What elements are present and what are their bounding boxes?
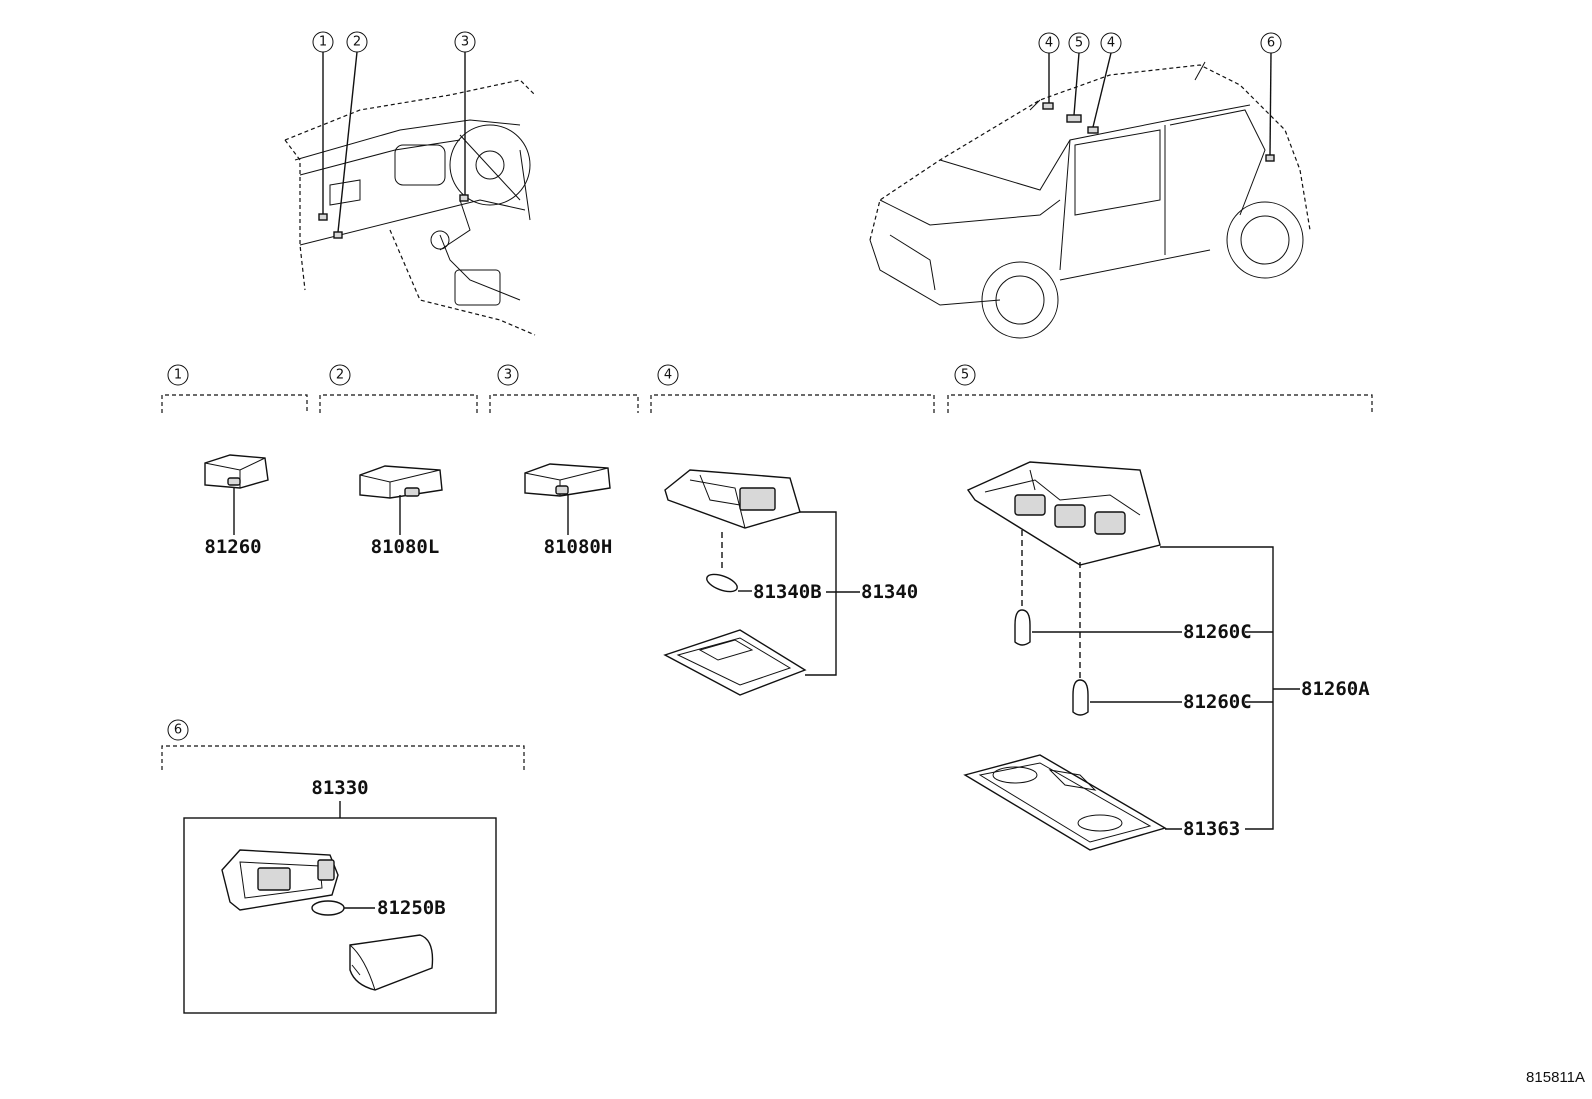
callout-5a-label: 5	[1075, 36, 1083, 51]
part-81260-label: 81260	[204, 536, 261, 558]
callout-2-dash: 2	[346, 31, 368, 53]
part-81260A-housing-drawing	[966, 461, 1161, 680]
section-4: 4 81340B 81340	[650, 364, 935, 696]
part-81340-label: 81340	[861, 581, 918, 603]
car-illustration	[869, 52, 1311, 339]
section-1: 1 81260	[161, 364, 308, 558]
part-81260-drawing	[204, 454, 269, 535]
section-2-callout: 2	[336, 368, 344, 383]
section-6: 6 81330 81250B	[161, 719, 525, 1014]
callout-4a-label: 4	[1045, 36, 1053, 51]
part-81363-drawing	[963, 754, 1167, 851]
part-81080L-drawing	[359, 465, 443, 535]
part-81330-label: 81330	[311, 777, 368, 799]
callout-2-label: 2	[353, 35, 361, 50]
part-81340B-label: 81340B	[753, 581, 822, 603]
part-81260C-bulb-a-drawing	[1014, 609, 1182, 646]
section-3: 3 81080H	[489, 364, 639, 558]
callout-3-label: 3	[461, 35, 469, 50]
part-81080H-label: 81080H	[544, 536, 613, 558]
part-81330-lamp-drawing	[221, 849, 339, 911]
part-81260C-b-label: 81260C	[1183, 691, 1252, 713]
part-81260C-bulb-b-drawing	[1072, 679, 1182, 716]
dashboard-illustration	[284, 51, 536, 336]
callout-1-dash: 1	[312, 31, 334, 53]
section-2: 2 81080L	[319, 364, 478, 558]
callout-3-dash: 3	[454, 31, 476, 53]
part-81340-housing-drawing	[664, 469, 801, 570]
callout-6-car: 6	[1260, 32, 1282, 54]
section-5-callout: 5	[961, 368, 969, 383]
section-5: 5 81260C 81260C	[947, 364, 1373, 851]
part-81250B-drawing	[311, 900, 375, 916]
top-callouts: 1 2 3 4 5 4 6	[312, 31, 1282, 54]
part-81340-lens-drawing	[663, 629, 807, 696]
part-81330-assembly-box	[183, 817, 497, 1014]
part-81340B-drawing	[706, 573, 752, 593]
callout-4-car-b: 4	[1100, 32, 1122, 54]
part-81250B-label: 81250B	[377, 897, 446, 919]
section-3-callout: 3	[504, 368, 512, 383]
part-81363-label: 81363	[1183, 818, 1240, 840]
part-81080H-drawing	[524, 463, 611, 535]
callout-4-car-a: 4	[1038, 32, 1060, 54]
part-81330-cover-drawing	[349, 934, 434, 991]
callout-5-car: 5	[1068, 32, 1090, 54]
part-81080L-label: 81080L	[371, 536, 440, 558]
callout-4b-label: 4	[1107, 36, 1115, 51]
part-81260A-label: 81260A	[1301, 678, 1370, 700]
section-4-callout: 4	[664, 368, 672, 383]
diagram-reference-number: 815811A	[1526, 1069, 1585, 1086]
callout-1-label: 1	[319, 35, 327, 50]
section-6-callout: 6	[174, 723, 182, 738]
callout-6a-label: 6	[1267, 36, 1275, 51]
section-1-callout: 1	[174, 368, 182, 383]
part-81260C-a-label: 81260C	[1183, 621, 1252, 643]
